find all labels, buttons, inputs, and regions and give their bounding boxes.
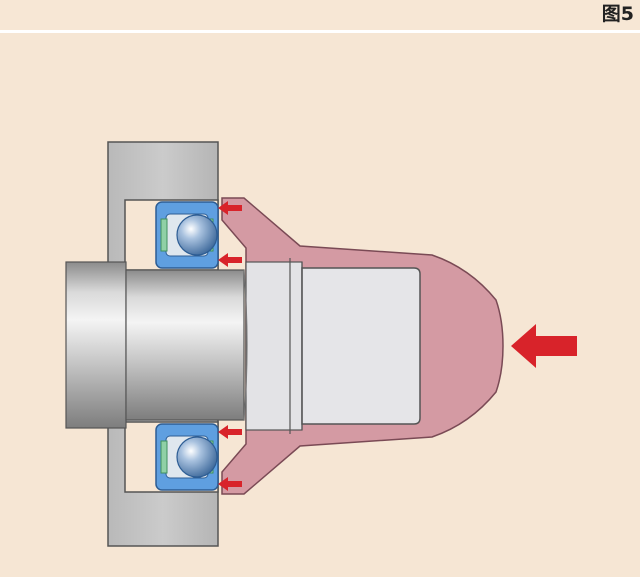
contact-arrow [218,201,242,215]
bearing-upper [155,201,219,269]
contact-arrow [218,425,242,439]
contact-arrow [218,477,242,491]
shaft [65,261,248,429]
press-force-arrow [511,324,577,368]
contact-arrow [218,253,242,267]
header-rule [0,30,640,33]
header-band [0,0,640,30]
figure-label: 图5 [601,3,634,25]
bearing-lower [155,423,219,491]
mounting-tool [221,197,504,495]
